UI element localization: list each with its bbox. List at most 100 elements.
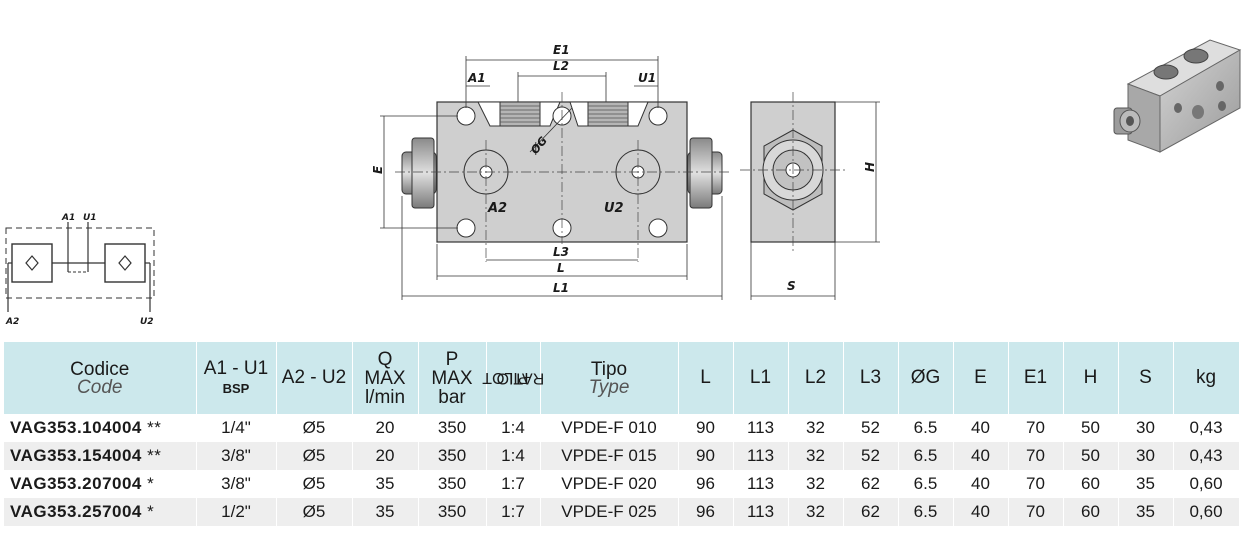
cell-kg: 0,43 bbox=[1173, 442, 1240, 470]
dim-s: S bbox=[787, 279, 796, 293]
col-l1: L1 bbox=[733, 342, 789, 414]
table-row: VAG353.257004 * 1/2" Ø5 35 350 1:7 VPDE-… bbox=[4, 498, 1240, 526]
cell-l: 96 bbox=[678, 498, 734, 526]
cell-g: 6.5 bbox=[898, 414, 954, 442]
dim-h: H bbox=[863, 162, 877, 172]
col-kg: kg bbox=[1173, 342, 1240, 414]
cell-a1u1: 3/8" bbox=[196, 442, 277, 470]
port-a2: A2 bbox=[487, 201, 507, 216]
dim-e: E bbox=[371, 165, 385, 174]
cell-l3: 52 bbox=[843, 414, 899, 442]
col-l2: L2 bbox=[788, 342, 844, 414]
dim-l: L bbox=[557, 261, 565, 275]
col-a2-u2: A2 - U2 bbox=[276, 342, 353, 414]
cell-ratio: 1:4 bbox=[486, 414, 541, 442]
cell-e1: 70 bbox=[1008, 470, 1064, 498]
cell-l3: 62 bbox=[843, 498, 899, 526]
schematic-a1-label: A1 bbox=[61, 213, 75, 223]
cell-ratio: 1:4 bbox=[486, 442, 541, 470]
cell-l: 96 bbox=[678, 470, 734, 498]
table-row: VAG353.207004 * 3/8" Ø5 35 350 1:7 VPDE-… bbox=[4, 470, 1240, 498]
cell-code: VAG353.207004 * bbox=[4, 470, 197, 498]
cell-a1u1: 1/4" bbox=[196, 414, 277, 442]
cell-l2: 32 bbox=[788, 470, 844, 498]
cell-type: VPDE-F 025 bbox=[540, 498, 679, 526]
front-view bbox=[395, 92, 730, 262]
schematic-u2-label: U2 bbox=[140, 317, 154, 327]
col-l3: L3 bbox=[843, 342, 899, 414]
port-u2: U2 bbox=[604, 201, 624, 216]
technical-drawing: A1 U1 A2 U2 bbox=[5, 39, 1242, 327]
dim-l2: L2 bbox=[553, 59, 569, 73]
cell-l1: 113 bbox=[733, 442, 789, 470]
dim-u1: U1 bbox=[638, 71, 656, 85]
cell-l3: 52 bbox=[843, 442, 899, 470]
hydraulic-schematic bbox=[5, 222, 155, 312]
side-view bbox=[740, 92, 848, 254]
cell-e1: 70 bbox=[1008, 498, 1064, 526]
cell-l2: 32 bbox=[788, 414, 844, 442]
side-dimension-lines bbox=[750, 101, 880, 300]
dim-l1: L1 bbox=[553, 281, 569, 295]
cell-h: 50 bbox=[1063, 414, 1119, 442]
schematic-a2-label: A2 bbox=[5, 317, 19, 327]
cell-s: 30 bbox=[1118, 414, 1174, 442]
cell-type: VPDE-F 015 bbox=[540, 442, 679, 470]
cell-q: 20 bbox=[352, 442, 419, 470]
cell-e1: 70 bbox=[1008, 442, 1064, 470]
table-header-row: Codice Code A1 - U1 BSP A2 - U2 Q MAX l/… bbox=[4, 342, 1240, 414]
ratio-label: RATIO bbox=[496, 369, 545, 386]
col-p-max: P MAX bar bbox=[418, 342, 487, 414]
dim-e1: E1 bbox=[553, 43, 570, 57]
cell-a2u2: Ø5 bbox=[276, 442, 353, 470]
cell-l1: 113 bbox=[733, 414, 789, 442]
cell-code: VAG353.257004 * bbox=[4, 498, 197, 526]
cell-ratio: 1:7 bbox=[486, 498, 541, 526]
cell-l2: 32 bbox=[788, 442, 844, 470]
cell-kg: 0,60 bbox=[1173, 498, 1240, 526]
cell-e: 40 bbox=[953, 470, 1009, 498]
table-row: VAG353.104004 ** 1/4" Ø5 20 350 1:4 VPDE… bbox=[4, 414, 1240, 442]
col-l: L bbox=[678, 342, 734, 414]
cell-type: VPDE-F 010 bbox=[540, 414, 679, 442]
col-e: E bbox=[953, 342, 1009, 414]
cell-kg: 0,43 bbox=[1173, 414, 1240, 442]
cell-type: VPDE-F 020 bbox=[540, 470, 679, 498]
cell-p: 350 bbox=[418, 414, 487, 442]
cell-e: 40 bbox=[953, 442, 1009, 470]
col-a1-u1: A1 - U1 BSP bbox=[196, 342, 277, 414]
cell-e: 40 bbox=[953, 414, 1009, 442]
cell-l: 90 bbox=[678, 442, 734, 470]
cell-p: 350 bbox=[418, 470, 487, 498]
cell-q: 35 bbox=[352, 498, 419, 526]
cell-q: 20 bbox=[352, 414, 419, 442]
cell-h: 50 bbox=[1063, 442, 1119, 470]
col-s: S bbox=[1118, 342, 1174, 414]
schematic-u1-label: U1 bbox=[83, 213, 97, 223]
col-code: Codice Code bbox=[4, 342, 197, 414]
cell-q: 35 bbox=[352, 470, 419, 498]
col-q-max: Q MAX l/min bbox=[352, 342, 419, 414]
cell-a1u1: 1/2" bbox=[196, 498, 277, 526]
cell-l1: 113 bbox=[733, 498, 789, 526]
cell-g: 6.5 bbox=[898, 442, 954, 470]
cell-code: VAG353.154004 ** bbox=[4, 442, 197, 470]
cell-s: 35 bbox=[1118, 470, 1174, 498]
cell-ratio: 1:7 bbox=[486, 470, 541, 498]
specifications-table: Codice Code A1 - U1 BSP A2 - U2 Q MAX l/… bbox=[4, 342, 1240, 526]
col-h: H bbox=[1063, 342, 1119, 414]
cell-a1u1: 3/8" bbox=[196, 470, 277, 498]
cell-a2u2: Ø5 bbox=[276, 414, 353, 442]
cell-s: 30 bbox=[1118, 442, 1174, 470]
cell-l2: 32 bbox=[788, 498, 844, 526]
product-render bbox=[1113, 39, 1242, 153]
cell-h: 60 bbox=[1063, 470, 1119, 498]
col-type: Tipo Type bbox=[540, 342, 679, 414]
cell-h: 60 bbox=[1063, 498, 1119, 526]
cell-p: 350 bbox=[418, 498, 487, 526]
col-g: ØG bbox=[898, 342, 954, 414]
cell-l: 90 bbox=[678, 414, 734, 442]
cell-g: 6.5 bbox=[898, 470, 954, 498]
cell-a2u2: Ø5 bbox=[276, 470, 353, 498]
